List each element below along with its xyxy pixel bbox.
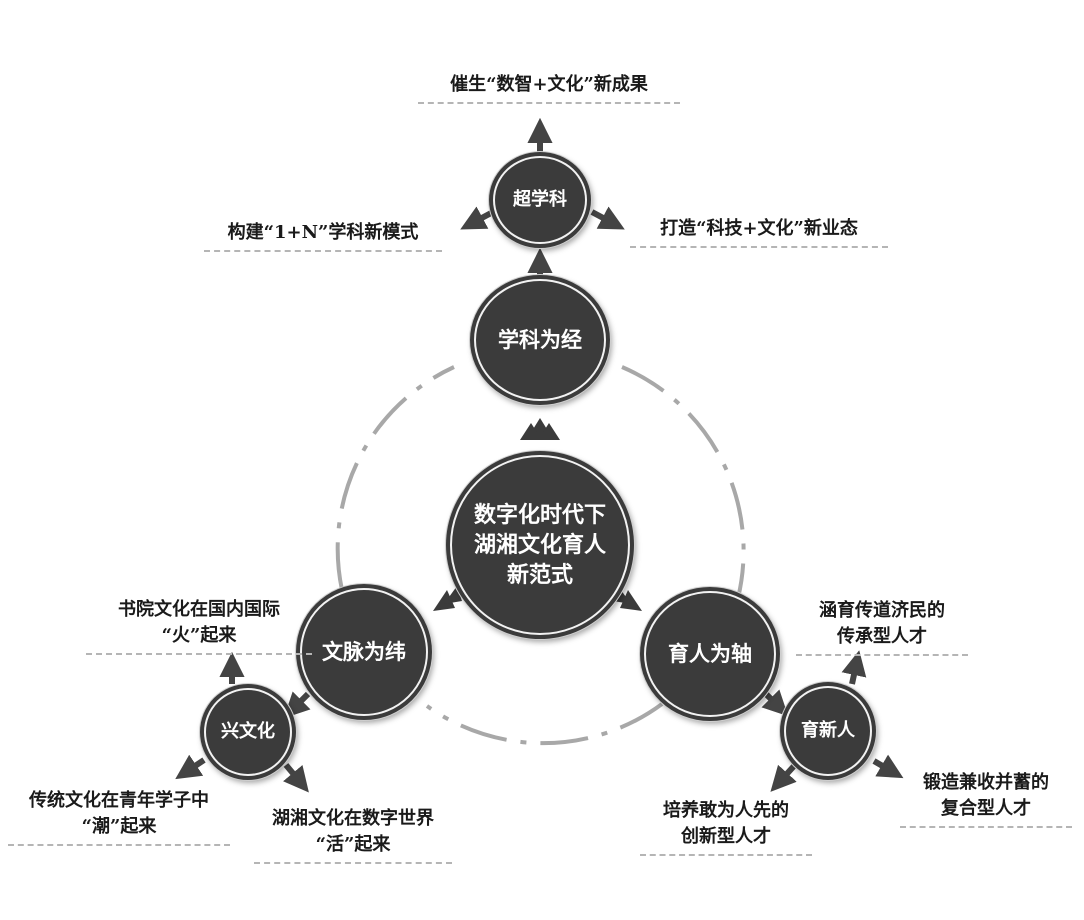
pillar-node-top: 学科为经 [470,275,610,405]
center-line-2: 湖湘文化育人 [473,532,606,558]
pillar-node-left: 文脉为纬 [296,584,432,720]
sub-node-top: 超学科 [489,152,591,248]
sub-top-label: 超学科 [493,156,587,244]
arrow-left-sub-downright [283,763,309,793]
label-top-left: 构建“1+N”学科新模式 [204,220,442,252]
center-node: 数字化时代下 湖湘文化育人 新范式 [446,451,634,639]
center-line-1: 数字化时代下 [473,502,606,528]
arrow-right-sub-downleft [770,763,797,792]
label-left-right: 湖湘文化在数字世界 “活”起来 [254,806,452,864]
sub-left-label: 兴文化 [204,688,292,776]
label-top-right: 打造“科技+文化”新业态 [630,216,888,248]
center-line-3: 新范式 [506,562,573,588]
label-top-up: 催生“数智+文化”新成果 [418,72,680,104]
flow-triangles [433,418,642,611]
sub-node-left: 兴文化 [200,684,296,780]
pillar-top-label: 学科为经 [474,279,606,401]
arrow-right-sub-right [872,754,904,779]
arrow-left-sub-downleft [175,754,206,780]
label-left-down: 传统文化在青年学子中 “潮”起来 [8,788,230,846]
sub-node-right: 育新人 [780,682,876,780]
label-right-right: 锻造兼收并蓄的 复合型人才 [900,770,1072,828]
pillar-right-label: 育人为轴 [644,591,776,717]
pillar-node-right: 育人为轴 [640,587,780,721]
arrow-left-pillar-to-sub [283,691,311,719]
label-left-up: 书院文化在国内国际 “火”起来 [86,597,312,655]
label-right-down: 培养敢为人先的 创新型人才 [640,798,812,856]
dashed-cycle [335,365,746,746]
pillar-left-label: 文脉为纬 [300,588,428,716]
arrow-sub-right [590,206,625,230]
label-right-up: 涵育传道济民的 传承型人才 [796,598,968,656]
arrow-right-sub-up [841,650,867,685]
sub-right-label: 育新人 [784,686,872,776]
